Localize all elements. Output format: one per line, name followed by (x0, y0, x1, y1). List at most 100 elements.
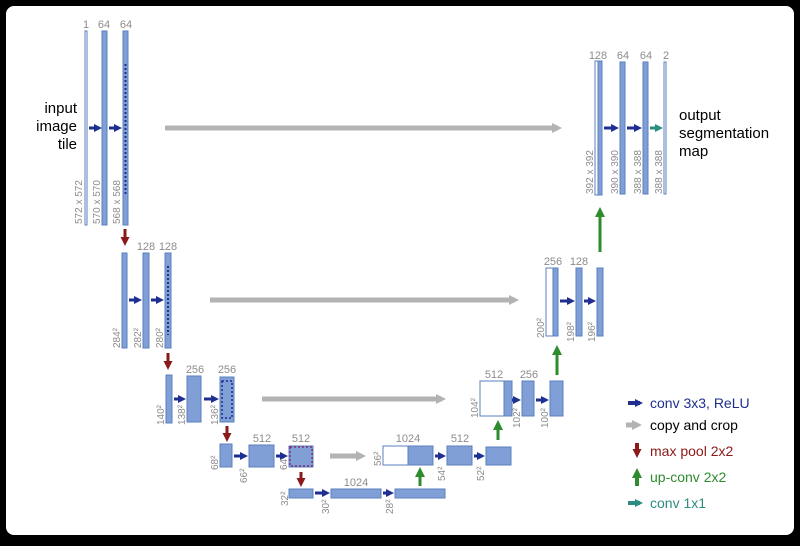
channel-label: 64 (617, 50, 629, 62)
legend-label-conv: conv 3x3, ReLU (650, 395, 750, 411)
feature-map-block (552, 267, 559, 337)
level4-encoder: 512 512 68² 66² 64² (210, 433, 314, 487)
size-label: 200² (536, 317, 547, 338)
channel-label: 512 (485, 369, 503, 381)
legend-label-upconv: up-conv 2x2 (650, 469, 726, 485)
channel-label: 128 (159, 241, 177, 253)
size-label: 136² (210, 404, 221, 425)
copied-feature-map (382, 445, 409, 466)
output-label: output (679, 107, 722, 124)
copied-feature-map (545, 267, 554, 337)
size-label: 390 x 390 (610, 150, 621, 194)
size-label: 30² (321, 499, 332, 514)
feature-map-block (288, 488, 314, 499)
feature-map-block (219, 376, 235, 423)
feature-map-block (521, 380, 535, 417)
size-label: 284² (112, 327, 123, 348)
level3-encoder: 256 256 140² 138² 136² (156, 364, 236, 442)
feature-map-block (663, 61, 667, 195)
copied-feature-map (479, 380, 505, 417)
size-label: 196² (587, 321, 598, 342)
legend: conv 3x3, ReLU copy and crop max pool 2x… (626, 395, 750, 511)
legend-label-copy: copy and crop (650, 417, 738, 433)
channel-label: 256 (544, 256, 562, 268)
size-label: 64² (279, 455, 290, 470)
size-label: 100² (540, 407, 551, 428)
input-label: input (44, 100, 77, 117)
size-label: 56² (373, 451, 384, 466)
output-label: map (679, 143, 708, 160)
feature-map-block (394, 488, 446, 499)
level2-decoder: 256 128 200² 198² 196² (536, 207, 605, 342)
feature-map-block (330, 488, 382, 499)
feature-map-block (248, 444, 275, 468)
channel-label: 2 (663, 50, 669, 62)
level2-encoder: 128 128 284² 282² 280² (112, 241, 177, 370)
feature-map-block (549, 380, 564, 417)
size-label: 52² (476, 466, 487, 481)
size-label: 28² (385, 499, 396, 514)
channel-label: 128 (137, 241, 155, 253)
level5-bottleneck: 1024 32² 30² 28² (280, 467, 446, 514)
feature-map-block (503, 380, 513, 417)
channel-label: 256 (218, 364, 236, 376)
feature-map-block (407, 445, 434, 466)
channel-label: 512 (253, 433, 271, 445)
channel-label: 256 (520, 369, 538, 381)
size-label: 138² (177, 404, 188, 425)
size-label: 392 x 392 (585, 150, 596, 194)
size-label: 32² (280, 491, 291, 506)
level3-decoder: 512 256 104² 102² 100² (470, 345, 564, 428)
feature-map-block (101, 30, 108, 226)
legend-label-maxpool: max pool 2x2 (650, 443, 733, 459)
size-label: 104² (470, 397, 481, 418)
size-label: 68² (210, 455, 221, 470)
size-label: 66² (239, 468, 250, 483)
input-label: image (36, 118, 77, 135)
output-label: segmentation (679, 125, 769, 142)
crop-region-outline (289, 446, 313, 467)
feature-map-block (485, 446, 512, 466)
feature-map-block (642, 61, 649, 195)
crop-region-outline (221, 380, 233, 419)
channel-label: 128 (570, 256, 588, 268)
level4-decoder: 1024 512 56² 54² 52² (373, 420, 512, 481)
size-label: 198² (566, 321, 577, 342)
feature-map-block (84, 30, 88, 226)
legend-label-conv1x1: conv 1x1 (650, 495, 706, 511)
feature-map-block (288, 445, 314, 468)
feature-map-block (597, 60, 603, 196)
channel-label: 1024 (396, 433, 420, 445)
size-label: 388 x 388 (654, 150, 665, 194)
size-label: 102² (512, 407, 523, 428)
size-label: 572 x 572 (74, 180, 85, 224)
feature-map-block (219, 443, 233, 468)
size-label: 140² (156, 404, 167, 425)
channel-label: 512 (292, 433, 310, 445)
channel-label: 1 (83, 19, 89, 31)
input-label: tile (58, 136, 77, 153)
channel-label: 64 (98, 19, 110, 31)
feature-map-block (142, 252, 150, 349)
feature-map-block (619, 61, 626, 195)
channel-label: 512 (451, 433, 469, 445)
size-label: 568 x 568 (112, 180, 123, 224)
feature-map-block (575, 267, 583, 337)
feature-map-block (596, 267, 604, 337)
channel-label: 64 (120, 19, 132, 31)
feature-map-block (121, 252, 128, 349)
channel-label: 128 (589, 50, 607, 62)
size-label: 280² (155, 327, 166, 348)
feature-map-block (165, 374, 173, 424)
feature-map-block (164, 252, 172, 349)
level1-encoder: 1 64 64 572 x 572 570 x 570 568 x 568 in… (36, 19, 132, 246)
feature-map-block (186, 375, 202, 423)
skip-connections (165, 123, 562, 461)
size-label: 54² (437, 466, 448, 481)
feature-map-block (446, 445, 473, 466)
size-label: 282² (133, 327, 144, 348)
size-label: 570 x 570 (92, 180, 103, 224)
size-label: 388 x 388 (633, 150, 644, 194)
